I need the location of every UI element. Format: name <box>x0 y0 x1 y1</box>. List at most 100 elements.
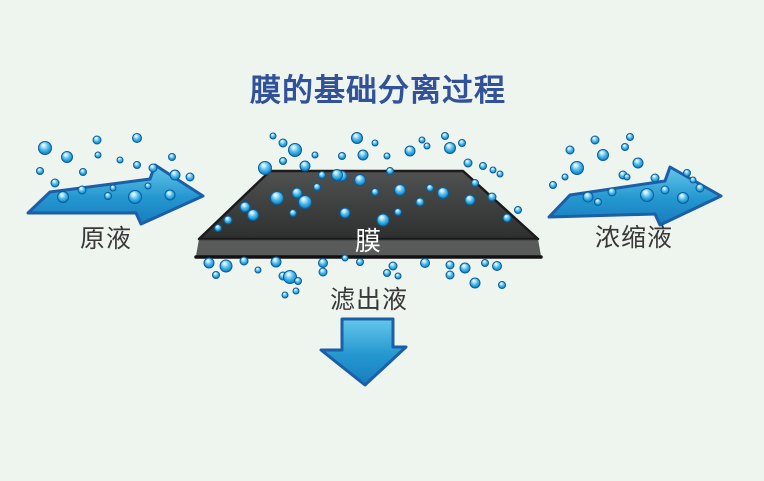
bubble-icon <box>298 195 312 209</box>
bubble-cluster-feed <box>36 133 195 204</box>
bubble-icon <box>133 161 141 169</box>
bubble-icon <box>36 167 44 175</box>
bubble-icon <box>203 257 215 269</box>
bubble-icon <box>607 187 617 197</box>
bubble-icon <box>169 169 181 181</box>
bubble-icon <box>164 189 176 201</box>
bubble-icon <box>294 277 302 285</box>
bubble-icon <box>489 166 497 174</box>
bubble-icon <box>254 266 262 274</box>
bubble-icon <box>288 143 302 157</box>
bubble-icon <box>212 271 220 279</box>
bubble-icon <box>77 185 87 195</box>
bubble-icon <box>38 141 52 155</box>
bubble-icon <box>331 169 343 181</box>
bubble-icon <box>386 167 394 175</box>
bubble-icon <box>338 152 346 160</box>
bubble-icon <box>623 173 631 181</box>
permeate-label: 滤出液 <box>330 286 408 314</box>
bubble-icon <box>464 194 476 206</box>
bubble-icon <box>313 183 321 191</box>
bubble-icon <box>479 162 487 170</box>
bubble-icon <box>471 179 479 187</box>
bubble-icon <box>514 206 522 214</box>
bubble-icon <box>356 258 364 266</box>
bubble-icon <box>341 254 349 262</box>
bubble-icon <box>640 188 654 202</box>
bubble-cluster-on-membrane <box>214 169 522 232</box>
bubble-icon <box>299 160 311 172</box>
bubble-icon <box>565 145 575 155</box>
bubble-icon <box>357 149 369 161</box>
bubble-icon <box>502 213 512 223</box>
bubble-icon <box>388 261 398 271</box>
bubble-icon <box>292 287 300 295</box>
bubble-icon <box>269 132 277 140</box>
bubble-icon <box>92 135 102 145</box>
bubble-icon <box>185 172 195 182</box>
bubble-icon <box>561 173 569 181</box>
bubble-icon <box>239 201 251 213</box>
bubble-icon <box>94 151 102 159</box>
bubble-icon <box>683 169 691 177</box>
bubble-icon <box>650 173 660 183</box>
bubble-icon <box>109 184 117 192</box>
bubble-icon <box>132 133 142 143</box>
bubble-cluster-above-membrane <box>258 132 504 182</box>
bubble-icon <box>144 182 152 190</box>
bubble-icon <box>689 176 697 184</box>
bubble-icon <box>469 277 481 289</box>
bubble-icon <box>371 139 379 147</box>
bubble-icon <box>318 258 328 268</box>
bubble-icon <box>148 163 158 173</box>
bubble-icon <box>632 157 644 169</box>
feed-label: 原液 <box>80 225 132 253</box>
bubble-icon <box>582 191 594 203</box>
bubble-icon <box>383 269 391 277</box>
membrane-label: 膜 <box>355 226 381 256</box>
bubble-icon <box>104 192 112 200</box>
bubble-icon <box>394 208 402 216</box>
bubble-icon <box>695 183 705 193</box>
bubble-icon <box>289 209 297 217</box>
bubble-icon <box>445 270 455 280</box>
bubble-icon <box>128 190 142 204</box>
bubble-icon <box>291 187 303 199</box>
bubble-icon <box>498 281 506 289</box>
bubble-icon <box>420 258 430 268</box>
bubble-icon <box>318 171 326 179</box>
bubble-icon <box>594 198 602 206</box>
bubble-icon <box>376 213 390 227</box>
bubble-icon <box>116 156 124 164</box>
bubble-icon <box>283 270 297 284</box>
bubble-icon <box>318 267 328 277</box>
diagram-title: 膜的基础分离过程 <box>250 73 506 108</box>
bubble-icon <box>426 184 434 192</box>
feed-flow-arrow-icon <box>26 163 205 226</box>
bubble-icon <box>441 132 449 140</box>
bubble-icon <box>223 215 233 225</box>
bubble-icon <box>57 191 69 203</box>
bubble-icon <box>423 142 431 150</box>
bubble-icon <box>394 184 406 196</box>
bubble-icon <box>418 136 426 144</box>
membrane-front-face <box>196 239 541 256</box>
bubble-icon <box>279 157 287 165</box>
bubble-icon <box>394 272 402 280</box>
bubble-icon <box>354 174 366 186</box>
bubble-icon <box>258 161 272 175</box>
bubble-icon <box>383 152 391 160</box>
bubble-icon <box>247 209 259 221</box>
concentrate-label: 浓缩液 <box>595 224 673 252</box>
bubble-icon <box>404 145 416 157</box>
bubble-icon <box>590 135 600 145</box>
bubble-icon <box>351 132 363 144</box>
bubble-icon <box>371 188 379 196</box>
bubble-icon <box>492 261 502 271</box>
bubble-icon <box>339 207 351 219</box>
bubble-icon <box>219 259 233 273</box>
bubble-icon <box>549 181 557 189</box>
bubble-icon <box>626 133 634 141</box>
bubble-icon <box>278 138 288 148</box>
bubble-icon <box>281 291 289 299</box>
